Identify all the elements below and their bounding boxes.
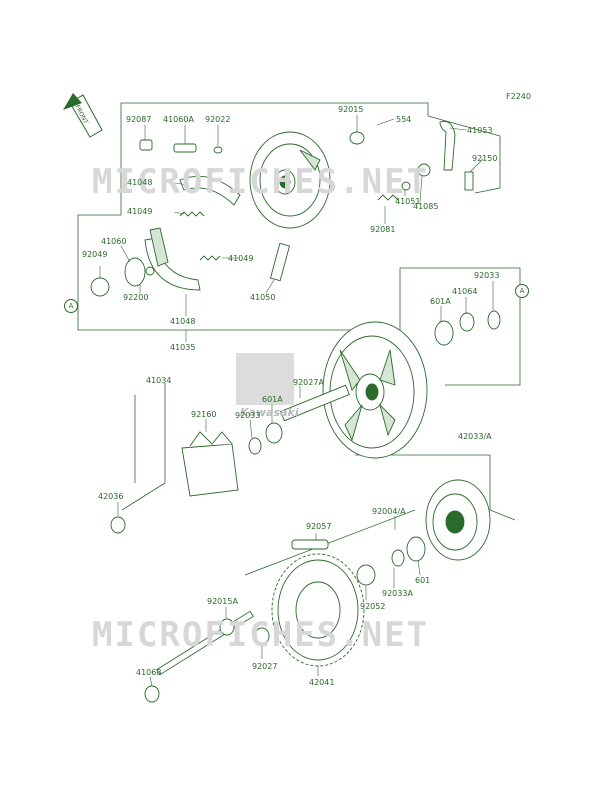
part-label[interactable]: 92027A	[293, 378, 324, 387]
part-label[interactable]: 41051	[395, 197, 421, 206]
wheel-hub-drawing	[322, 321, 428, 459]
part-label[interactable]: 92150	[472, 154, 498, 163]
part-label[interactable]: 601A	[430, 297, 451, 306]
part-label[interactable]: 92015	[338, 105, 364, 114]
watermark-graphic	[236, 353, 294, 405]
part-label[interactable]: 41053	[467, 126, 493, 135]
part-label[interactable]: 41035	[170, 343, 196, 352]
brand-logo-text: Kawasaki	[240, 406, 299, 419]
part-label[interactable]: 42041	[309, 678, 335, 687]
front-arrow-icon	[63, 93, 103, 138]
part-label[interactable]: 41064	[452, 287, 478, 296]
part-label[interactable]: 41050	[250, 293, 276, 302]
part-label[interactable]: 92033A	[382, 589, 413, 598]
part-label[interactable]: 92081	[370, 225, 396, 234]
watermark-text-bottom: MICROFICHES.NET	[92, 615, 430, 655]
damper-drawing	[110, 431, 239, 534]
part-label[interactable]: 92160	[191, 410, 217, 419]
watermark-text-top: MICROFICHES.NET	[92, 162, 430, 202]
part-label[interactable]: 41049	[228, 254, 254, 263]
small-parts-drawing	[90, 139, 501, 346]
part-label[interactable]: 41049	[127, 207, 153, 216]
part-label[interactable]: 41048	[127, 178, 153, 187]
reference-marker-a-right: A	[515, 284, 529, 298]
sprocket-hub-drawing	[356, 479, 491, 586]
part-label[interactable]: 41060	[101, 237, 127, 246]
part-label[interactable]: 92033	[474, 271, 500, 280]
part-label[interactable]: 92015A	[207, 597, 238, 606]
chain-drawing	[291, 539, 329, 550]
part-label[interactable]: 601A	[262, 395, 283, 404]
group-outline-brake	[77, 102, 521, 331]
part-label[interactable]: 554	[396, 115, 412, 124]
part-label[interactable]: 92022	[205, 115, 231, 124]
part-label[interactable]: 41048	[170, 317, 196, 326]
part-label[interactable]: 41085	[413, 202, 439, 211]
spring-drawing	[179, 194, 399, 261]
part-label[interactable]: 92027	[252, 662, 278, 671]
part-label[interactable]: 41034	[146, 376, 172, 385]
brake-shoe-drawing	[144, 175, 241, 291]
reference-marker-a-left: A	[64, 299, 78, 313]
part-label[interactable]: 92087	[126, 115, 152, 124]
part-label[interactable]: 601	[415, 576, 431, 585]
part-label[interactable]: 92004/A	[372, 507, 406, 516]
part-label[interactable]: 42033/A	[458, 432, 492, 441]
leader-lines	[99, 115, 494, 687]
brake-panel-drawing	[249, 131, 331, 282]
cam-lever-drawing	[349, 120, 474, 191]
part-label[interactable]: 42036	[98, 492, 124, 501]
figure-reference: F2240	[506, 92, 531, 101]
part-label[interactable]: 41068	[136, 668, 162, 677]
part-label[interactable]: 92200	[123, 293, 149, 302]
part-label[interactable]: 92033	[235, 411, 261, 420]
spacer-drawing	[248, 384, 350, 455]
group-outline-wheel	[121, 323, 521, 511]
part-label[interactable]: 92049	[82, 250, 108, 259]
part-label[interactable]: 92057	[306, 522, 332, 531]
part-label[interactable]: 92052	[360, 602, 386, 611]
sprocket-drawing	[271, 553, 365, 667]
part-label[interactable]: 41060A	[163, 115, 194, 124]
